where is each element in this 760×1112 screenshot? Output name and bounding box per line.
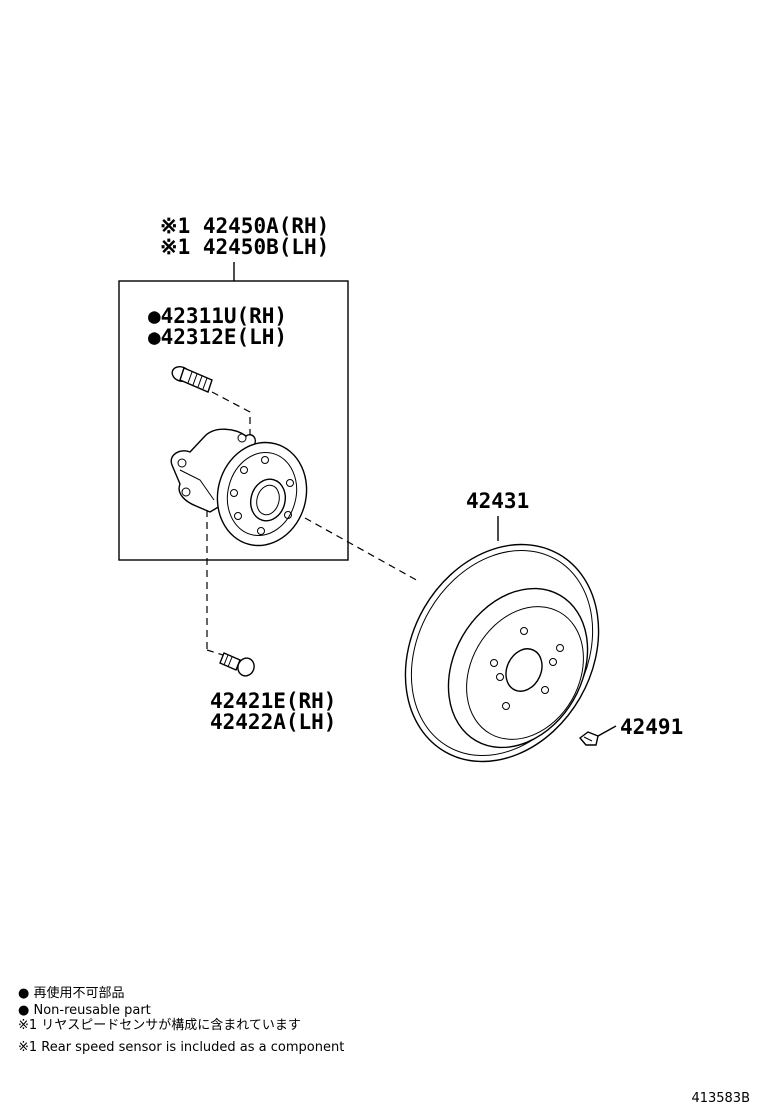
hub-bolt-label-lh: ●42312E(LH) xyxy=(148,325,287,349)
note-non-reusable-jp: ● 再使用不可部品 xyxy=(18,985,124,1001)
brake-disc-drawing xyxy=(404,543,600,763)
screw-leader-line xyxy=(597,725,617,737)
screw-label: 42491 xyxy=(620,715,683,739)
diagram-id: 413583B xyxy=(691,1091,750,1106)
hub-bolt-drawing xyxy=(171,366,213,393)
screw-drawing xyxy=(578,731,599,746)
hub-bolt-label-rh: ●42311U(RH) xyxy=(148,304,287,328)
hub-assembly-label-rh: ※1 42450A(RH) xyxy=(160,214,329,238)
hub-assembly-frame xyxy=(118,280,349,561)
hub-bolt-guide-line xyxy=(211,391,251,440)
note-non-reusable-en: ● Non-reusable part xyxy=(18,1003,151,1018)
hub-assembly-label-lh: ※1 42450B(LH) xyxy=(160,235,329,259)
disc-label: 42431 xyxy=(466,489,529,513)
hub-bearing-drawing xyxy=(170,428,308,547)
note-sensor-en: ※1 Rear speed sensor is included as a co… xyxy=(18,1040,344,1055)
bolt-label-lh: 42422A(LH) xyxy=(210,710,336,734)
note-sensor-jp: ※1 リヤスピードセンサが構成に含まれています xyxy=(18,1017,301,1033)
hub-to-disc-guide-line xyxy=(304,517,421,583)
bolt-drawing xyxy=(219,652,255,677)
bolt-label-rh: 42421E(RH) xyxy=(210,689,336,713)
